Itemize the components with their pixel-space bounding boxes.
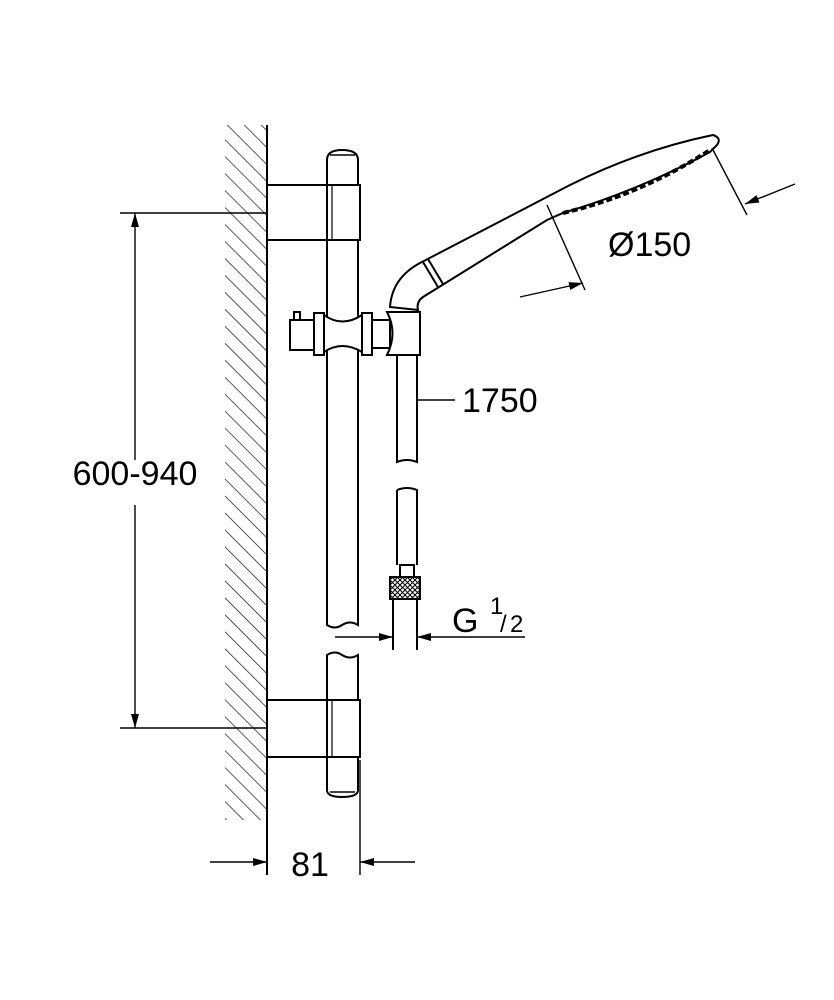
hand-shower — [388, 133, 720, 312]
thread-letter-label: G — [452, 602, 478, 640]
head-diameter-label: Ø150 — [608, 226, 691, 264]
thread-numerator-label: 1 — [490, 593, 503, 620]
hose-length-label: 1750 — [462, 382, 538, 420]
shower-hose — [389, 355, 421, 650]
thread-denominator-label: 2 — [510, 611, 523, 638]
shower-slider — [289, 311, 421, 356]
rail-spacing-label: 600-940 — [73, 455, 198, 493]
dimension-lines — [120, 147, 796, 875]
wall — [225, 125, 268, 875]
top-wall-bracket — [266, 184, 361, 241]
bottom-wall-bracket — [266, 699, 361, 758]
wall-offset-label: 81 — [291, 846, 329, 884]
thread-slash: / — [500, 611, 507, 638]
